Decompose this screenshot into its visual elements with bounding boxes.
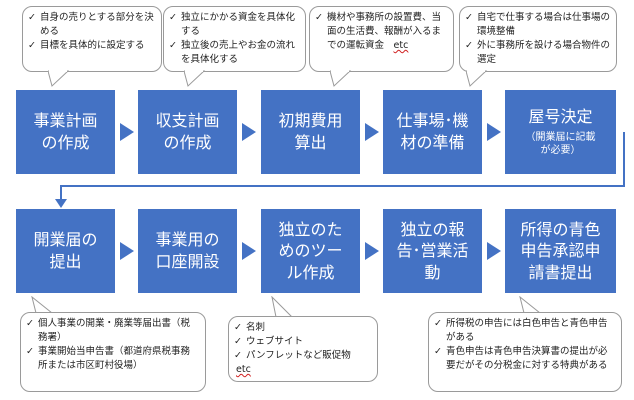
callout-item: 自宅で仕事する場合は仕事場の環境整備 (465, 11, 610, 39)
callout-item: 自身の売りとする部分を決める (28, 11, 155, 39)
arrow-right-icon (120, 123, 134, 141)
arrow-right-icon (365, 242, 379, 260)
arrow-right-icon (120, 242, 134, 260)
callout-workplace: 自宅で仕事する場合は仕事場の環境整備 外に事務所を設ける場合物件の選定 (459, 6, 617, 72)
callout-item: 機材や事務所の設置費、当面の生活費、報酬が入るまでの運転資金 etc (315, 11, 447, 53)
arrow-right-icon (365, 123, 379, 141)
step-opening-notice: 開業届の 提出 (16, 209, 115, 293)
callout-item: 独立後の売上やお金の流れを具体化する (169, 39, 299, 67)
step-title: 独立のた めのツー ル作成 (278, 219, 343, 282)
step-title: 仕事場･機 材の準備 (396, 111, 469, 152)
callout-tail (184, 70, 206, 87)
arrow-right-icon (242, 123, 256, 141)
step-trade-name: 屋号決定 （開業届に記載 が必要） (505, 90, 616, 174)
callout-item: パンフレットなど販促物 (234, 349, 371, 363)
callout-blue-return: 所得税の申告には白色申告と青色申告がある 青色申告は青色申告決算書の提出が必要だ… (428, 312, 622, 392)
step-bank-account: 事業用の 口座開設 (138, 209, 237, 293)
step-title: 収支計画 の作成 (155, 111, 220, 152)
callout-tail (330, 70, 352, 87)
step-title: 事業用の 口座開設 (155, 230, 220, 271)
etc-label: etc (393, 40, 409, 51)
callout-item: 所得税の申告には白色申告と青色申告がある (434, 317, 615, 345)
callout-initial-cost: 機材や事務所の設置費、当面の生活費、報酬が入るまでの運転資金 etc (309, 6, 454, 72)
step-budget-plan: 収支計画 の作成 (138, 90, 237, 174)
callout-tail (466, 70, 488, 87)
callout-item: 目標を具体的に設定する (28, 39, 155, 53)
step-announcement: 独立の報 告･営業活 動 (383, 209, 482, 293)
step-title: 所得の青色 申告承認申 請書提出 (520, 219, 601, 282)
step-title: 開業届の 提出 (33, 230, 98, 271)
callout-opening-notice: 個人事業の開業・廃業等届出書（税務署） 事業開始当申告書（都道府県税事務所または… (20, 312, 206, 392)
step-tools: 独立のた めのツー ル作成 (261, 209, 360, 293)
callout-item: 青色申告は青色申告決算書の提出が必要だがその分税金に対する特典がある (434, 345, 615, 373)
callout-tools: 名刺 ウェブサイト パンフレットなど販促物 etc (228, 316, 378, 382)
callout-item: 個人事業の開業・廃業等届出書（税務署） (26, 317, 199, 345)
arrow-right-icon (487, 123, 501, 141)
step-blue-return: 所得の青色 申告承認申 請書提出 (505, 209, 616, 293)
callout-tail (271, 296, 294, 318)
step-title: 初期費用 算出 (278, 111, 343, 152)
step-subtitle: （開業届に記載 が必要） (525, 131, 596, 157)
callout-business-plan: 自身の売りとする部分を決める 目標を具体的に設定する (22, 6, 162, 72)
arrow-right-icon (242, 242, 256, 260)
step-title: 事業計画 の作成 (33, 111, 98, 152)
callout-tail (48, 70, 70, 87)
callout-item: 名刺 (234, 321, 371, 335)
step-title: 独立の報 告･営業活 動 (396, 219, 469, 282)
arrow-right-icon (487, 242, 501, 260)
step-workplace: 仕事場･機 材の準備 (383, 90, 482, 174)
callout-item: 外に事務所を設ける場合物件の選定 (465, 39, 610, 67)
etc-label: etc (236, 364, 251, 375)
step-initial-cost: 初期費用 算出 (261, 90, 360, 174)
arrow-down-icon (55, 199, 67, 208)
callout-item: ウェブサイト (234, 335, 371, 349)
step-business-plan: 事業計画 の作成 (16, 90, 115, 174)
callout-budget-plan: 独立にかかる資金を具体化する 独立後の売上やお金の流れを具体化する (163, 6, 306, 72)
callout-item: 事業開始当申告書（都道府県税事務所または市区町村役場） (26, 345, 199, 373)
step-title: 屋号決定 (528, 107, 593, 127)
callout-item: 独立にかかる資金を具体化する (169, 11, 299, 39)
